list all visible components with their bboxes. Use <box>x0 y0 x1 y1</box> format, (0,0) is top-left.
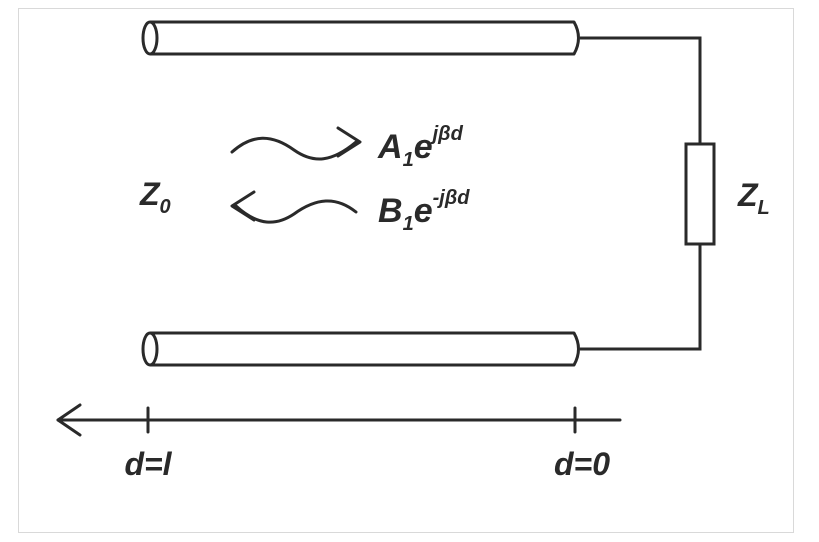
position-label-left: d=l <box>124 446 172 482</box>
top-conductor <box>141 20 580 56</box>
position-axis <box>56 403 622 437</box>
position-label-right: d=0 <box>554 446 610 482</box>
figure-frame <box>18 8 794 533</box>
squiggle-arrow-right-icon <box>230 126 362 161</box>
load-resistor <box>684 142 716 246</box>
reflected-wave-label: B1e-jβd <box>378 187 470 235</box>
zl-label: ZL <box>737 177 770 219</box>
z0-label: Z0 <box>139 176 171 218</box>
arrow-left-icon <box>56 403 82 437</box>
squiggle-arrow-left-icon <box>230 190 358 224</box>
bottom-conductor <box>141 331 580 367</box>
forward-wave-label: A1ejβd <box>377 123 464 171</box>
load-wires <box>580 36 702 351</box>
